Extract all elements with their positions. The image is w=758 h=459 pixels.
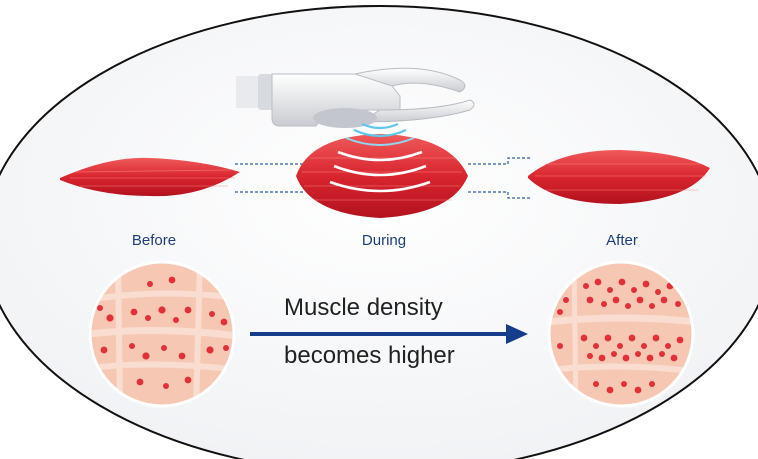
stage-label-after: After: [606, 232, 638, 249]
ultrasound-handpiece-icon: [236, 67, 475, 128]
caption-line-2: becomes higher: [284, 342, 455, 369]
muscle-after: [528, 150, 710, 204]
tissue-cross-section-before: [88, 260, 236, 408]
stage-label-before: Before: [131, 232, 177, 249]
stage-label-during: During: [361, 232, 407, 249]
tissue-cross-section-after: [547, 260, 695, 408]
dashed-connector-lines: [235, 157, 530, 199]
caption-line-1: Muscle density: [284, 294, 443, 321]
ultrasound-wave-icon: [329, 122, 431, 193]
muscle-before: [60, 157, 240, 197]
right-arrow-icon: [250, 324, 528, 344]
